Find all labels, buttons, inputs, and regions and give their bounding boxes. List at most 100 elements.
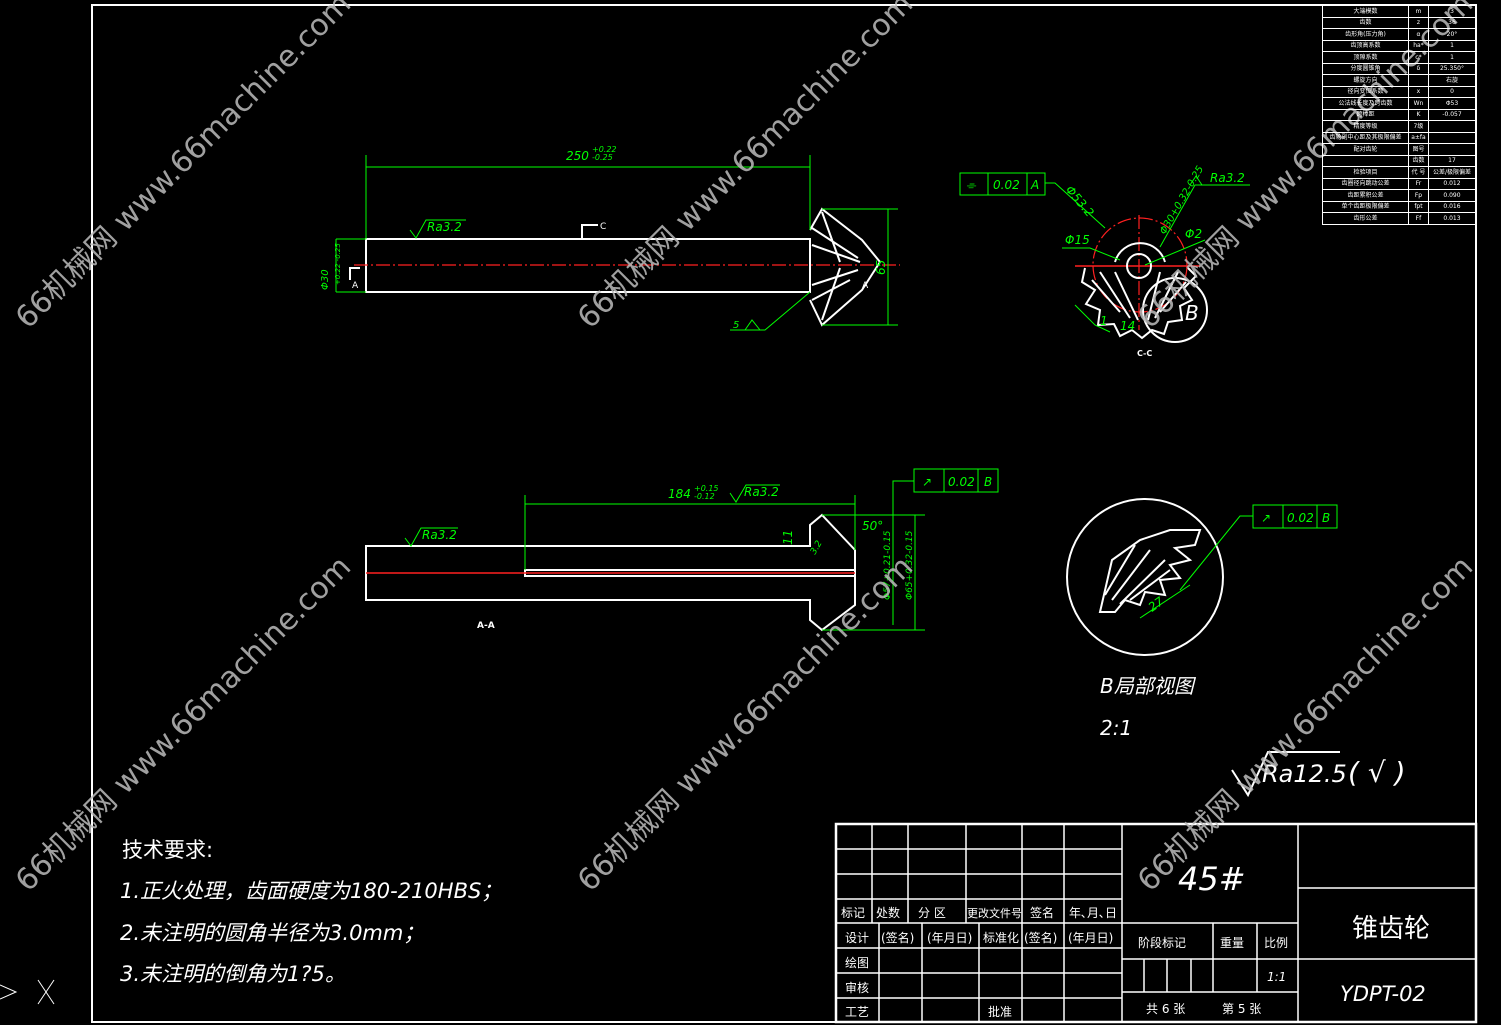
param-label: 齿圈径向跳动公差 [1322,177,1409,190]
param-value: 公差/极限偏差 [1427,166,1477,179]
param-value: 3 [1427,5,1477,18]
param-value [1427,143,1477,156]
param-label: 大端模数 [1322,5,1409,18]
section-mark-c: C [600,222,606,232]
watermarks: 66机械网 www.66machine.com 66机械网 www.66mach… [9,0,1480,899]
watermark: 66机械网 www.66machine.com [571,549,920,898]
param-symbol: m [1407,5,1429,18]
front-view: 250 +0.22 -0.25 Φ30 +0.22 -0.25 Ra3.2 65… [320,145,900,331]
param-symbol: Wn [1407,97,1429,110]
tb-label: 标准化 [983,931,1019,945]
dim-27: 27 [1146,594,1167,614]
tb-label: 绘图 [845,955,869,970]
dia-dim: Φ30 [320,269,331,290]
param-label: 配对齿轮 [1322,143,1409,156]
param-symbol: 代 号 [1407,166,1429,179]
roughness-section: Ra3.2 [744,485,779,499]
param-value [1427,120,1477,133]
param-symbol: Fr [1407,177,1429,190]
title-block [834,822,1478,1024]
drawing-border [91,4,1477,1023]
general-roughness: Ra12.5 ( √ ) [1231,751,1406,798]
dia-57: Φ57+0.21-0.15 [883,530,893,600]
sheet-count: 共 6 张 [1146,1002,1185,1016]
param-value: 36 [1427,16,1477,29]
param-label: 精度等级 [1322,120,1409,133]
ucs-icon [0,979,55,1005]
param-value: Φ53 [1427,97,1477,110]
dia-65: Φ65+0.32-0.15 [905,530,915,600]
tb-label: (年月日) [927,931,972,945]
param-symbol: c* [1407,51,1429,64]
param-value: 25.350° [1427,62,1477,75]
drawing-number: YDPT-02 [1340,982,1426,1006]
weld-size: 5 [733,320,739,331]
dim-3: 3.2 [809,539,825,557]
param-label: 顶隙系数 [1322,51,1409,64]
tol-datum: B [984,475,992,489]
tol-lower: -0.12 [694,492,715,501]
tb-label: 年､月､日 [1069,906,1117,920]
tb-label: 工艺 [845,1005,869,1019]
title-block-text: 标记 处数 分 区 更改文件号 签名 年､月､日 设计 (签名) (年月日) 标… [841,860,1430,1019]
dim-11: 11 [781,530,795,545]
dim-14: 14 [1120,319,1135,333]
param-label: 公法线长度及跨齿数 [1322,97,1409,110]
param-value: 0.090 [1427,189,1477,202]
tb-label: 签名 [1030,905,1054,920]
angle-50: 50° [862,519,883,533]
param-symbol: Fp [1407,189,1429,202]
dim-1: 1 [1100,314,1108,328]
gear-teeth-side [1080,267,1198,340]
tb-label: (签名) [881,930,914,945]
param-symbol: ha* [1407,39,1429,52]
param-label: 检验项目 [1322,166,1409,179]
param-value: -0.057 [1427,108,1477,121]
tb-label: 比例 [1264,936,1288,950]
view-label-aa: A-A [477,621,495,631]
detail-scale: 2:1 [1100,716,1132,740]
sheet-number: 第 5 张 [1222,1002,1261,1016]
tol-value: 0.02 [1287,511,1314,525]
tol-value: 0.02 [948,475,975,489]
param-label: 齿形公差 [1322,212,1409,225]
tol-value: 0.02 [993,178,1020,192]
part-name: 锥齿轮 [1352,914,1430,944]
param-symbol: 7级 [1407,120,1429,133]
param-value: 17 [1427,154,1477,167]
roughness-front: Ra3.2 [427,220,462,234]
param-label: 单个齿距极限偏差 [1322,200,1409,213]
param-row: 螺旋方向右旋 [1322,74,1477,87]
watermark: 66机械网 www.66machine.com [9,0,358,336]
param-symbol: a±fa [1407,131,1429,144]
param-value: 0.013 [1427,212,1477,225]
section-mark-a: A [352,281,359,291]
dia-2: Φ2 [1185,227,1202,241]
tb-label: 处数 [876,905,900,920]
detail-title: B局部视图 [1100,674,1197,698]
tol-upper: +0.15 [694,484,719,493]
roughness-side: Ra3.2 [1210,171,1245,185]
tech-req-item: 3.未注明的倒角为1?5。 [120,962,346,986]
tol-datum: B [1322,511,1330,525]
param-symbol: x [1407,85,1429,98]
tech-requirements: 技术要求: 1.正火处理，齿面硬度为180-210HBS； 2.未注明的圆角半径… [120,838,502,986]
param-label [1322,154,1409,167]
tb-label: 标记 [841,906,865,920]
symmetry-icon: ⌯ [966,178,977,192]
tb-label: 分 区 [918,906,946,920]
tol-datum: A [1030,178,1039,192]
param-label: 跨棒距 [1322,108,1409,121]
runout-icon: ↗ [1261,511,1271,525]
runout-icon: ↗ [922,475,932,489]
